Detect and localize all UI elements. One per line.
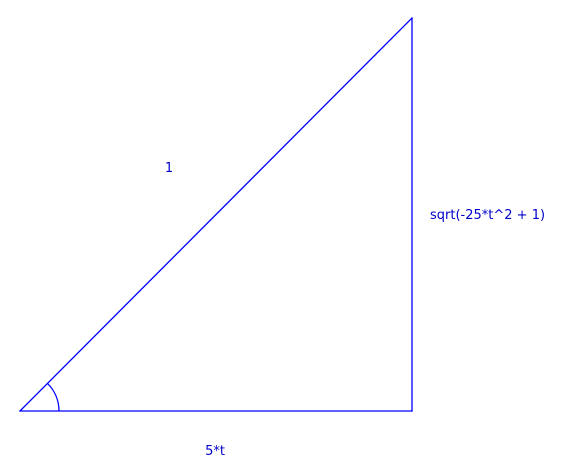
angle-marker-arc <box>47 382 60 412</box>
hypotenuse-label: 1 <box>165 161 173 176</box>
adjacent-label: 5*t <box>205 444 225 459</box>
hypotenuse-side <box>19 17 413 412</box>
opposite-label: sqrt(-25*t^2 + 1) <box>430 208 545 223</box>
